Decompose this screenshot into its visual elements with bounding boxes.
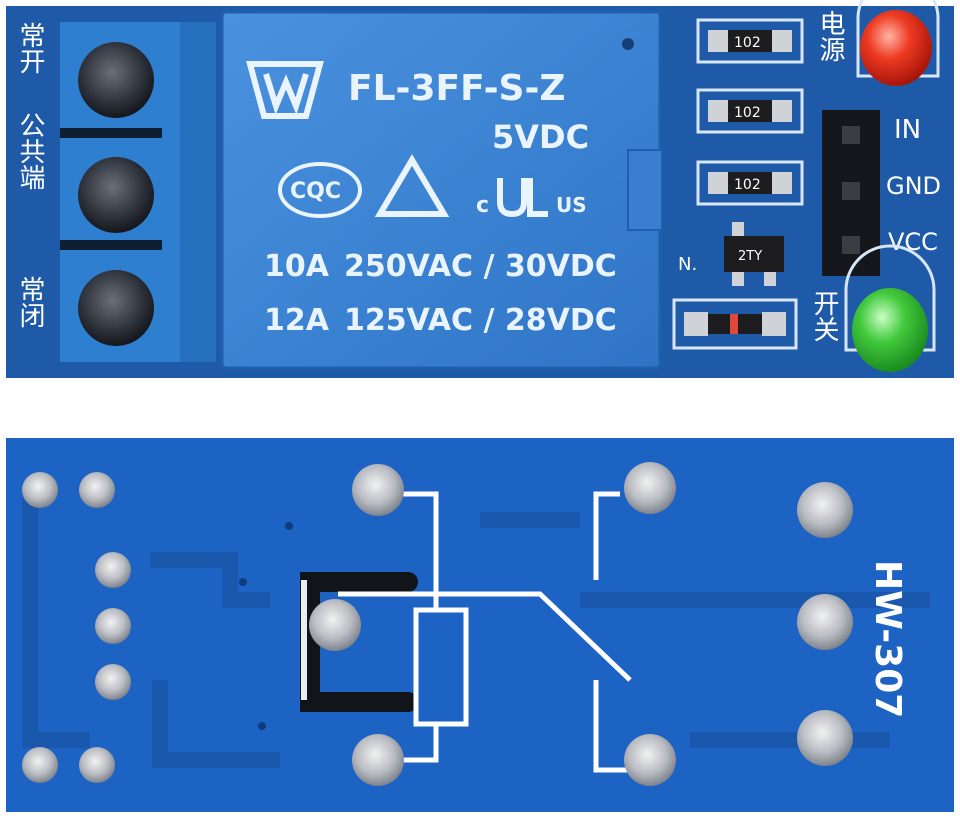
solder-pad	[309, 599, 361, 651]
label-normally-closed: 常闭	[15, 276, 45, 328]
svg-text:102: 102	[734, 177, 761, 193]
label-power: 电源	[815, 10, 845, 62]
label-switch: 开关	[809, 290, 839, 342]
relay: FL-3FF-S-Z 5VDC CQC c US 10A 250VAC / 30…	[220, 10, 663, 370]
smd-resistor-r2: 102	[696, 88, 804, 134]
pin-label-gnd: GND	[886, 172, 941, 200]
pin-gnd[interactable]	[842, 182, 860, 200]
power-led	[856, 0, 940, 86]
bottom-board: HW-307	[6, 438, 954, 812]
solder-pad	[22, 472, 58, 508]
relay-model: FL-3FF-S-Z	[348, 68, 566, 109]
solder-pad	[352, 734, 404, 786]
svg-text:102: 102	[734, 35, 761, 51]
relay-coil-voltage: 5VDC	[492, 118, 589, 156]
rating-1-current: 10A	[264, 249, 330, 284]
smd-resistor-r1: 102	[696, 18, 804, 64]
solder-pad	[95, 552, 131, 588]
svg-text:2TY: 2TY	[738, 249, 762, 264]
terminal-block	[60, 22, 216, 362]
solder-pads	[22, 462, 853, 786]
relay-brand-logo	[246, 61, 324, 119]
vias	[239, 522, 293, 730]
cert-cqc-badge	[278, 162, 362, 218]
solder-pad	[624, 734, 676, 786]
solder-pad	[624, 462, 676, 514]
cert-c-text: c	[476, 193, 489, 218]
rating-2-values: 125VAC / 28VDC	[344, 303, 617, 338]
screw-top[interactable]	[78, 42, 154, 118]
relay-vent-hole	[622, 38, 634, 50]
rating-1-values: 250VAC / 30VDC	[344, 249, 617, 284]
top-board: 常开 公共端 常闭 FL-3FF-S-Z 5VDC CQC c US	[6, 0, 954, 378]
rating-2-current: 12A	[264, 303, 330, 338]
smd-diode	[672, 298, 798, 350]
screw-middle[interactable]	[78, 157, 154, 233]
header-pins	[822, 110, 880, 276]
smd-resistor-r3: 102	[696, 160, 804, 206]
pin-label-in: IN	[894, 115, 921, 145]
cert-us-text: US	[556, 193, 587, 217]
label-common: 公共端	[15, 112, 45, 190]
solder-pad	[79, 472, 115, 508]
label-normally-open: 常开	[15, 22, 45, 74]
solder-pad	[95, 608, 131, 644]
solder-pad	[22, 747, 58, 783]
solder-pad	[79, 747, 115, 783]
solder-pad	[95, 664, 131, 700]
board-model-label: HW-307	[867, 560, 908, 718]
cert-cqc-text: CQC	[290, 179, 341, 204]
solder-pad	[797, 710, 853, 766]
pcb-traces	[22, 490, 930, 768]
screw-bottom[interactable]	[78, 270, 154, 346]
smd-transistor: 2TY	[724, 222, 784, 286]
solder-pad	[797, 482, 853, 538]
svg-text:102: 102	[734, 105, 761, 121]
relay-slot	[300, 572, 418, 712]
warning-triangle-icon	[374, 154, 450, 217]
switch-led	[844, 244, 936, 372]
label-n-mark: N.	[678, 254, 697, 275]
pin-vcc[interactable]	[842, 236, 860, 254]
pin-in[interactable]	[842, 126, 860, 144]
ul-mark-icon	[497, 178, 548, 218]
solder-pad	[352, 464, 404, 516]
solder-pad	[797, 594, 853, 650]
relay-schematic-silkscreen	[338, 491, 632, 773]
